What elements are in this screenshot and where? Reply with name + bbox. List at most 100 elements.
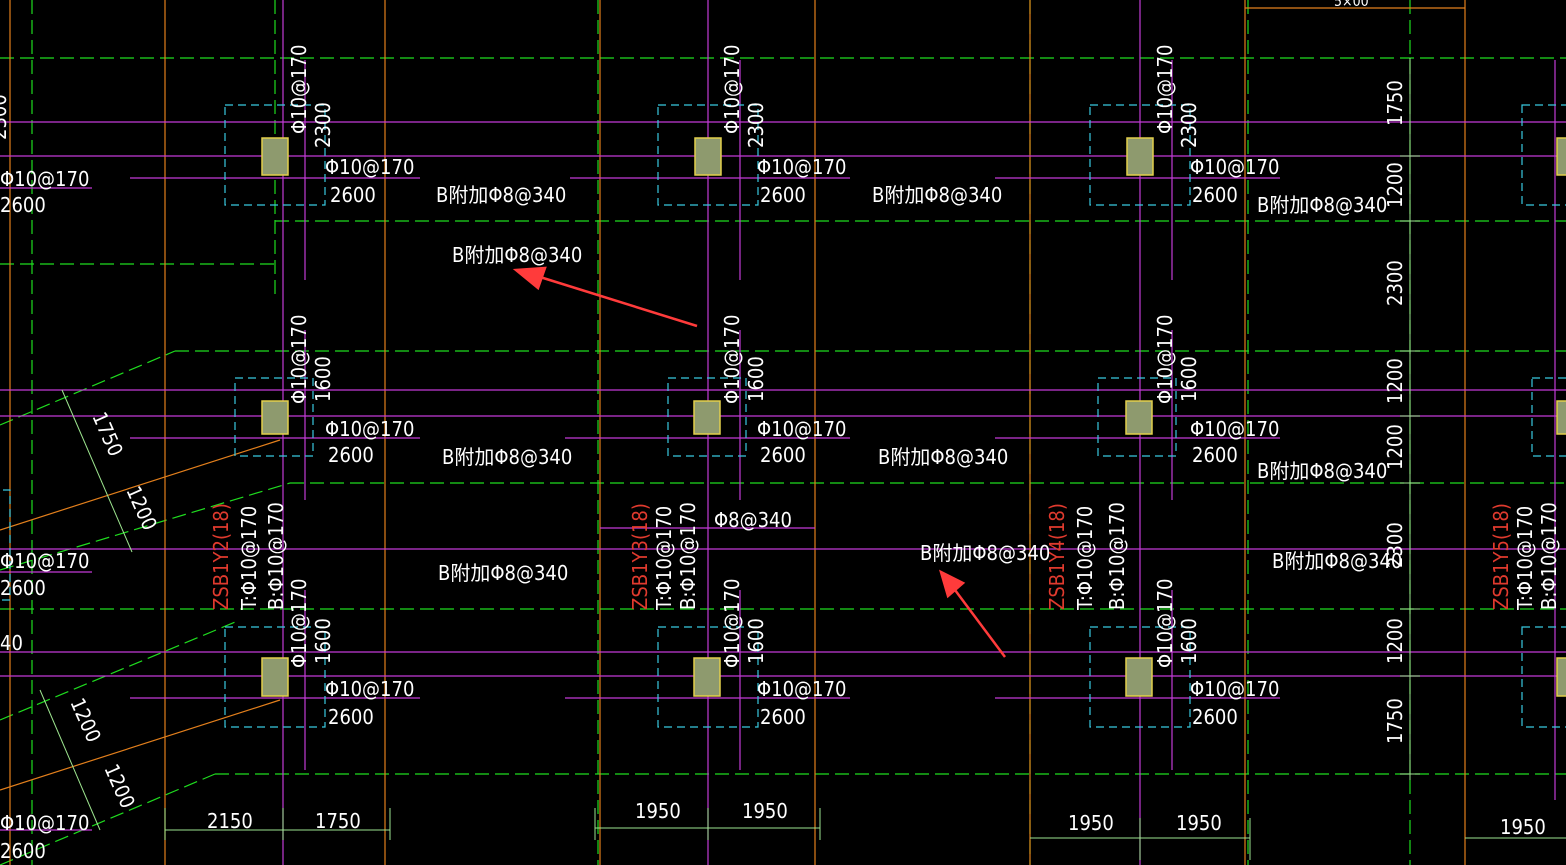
length-label: 2600 bbox=[0, 576, 46, 600]
dimension-label-fragment: 5×00 bbox=[1334, 0, 1369, 10]
rebar-label-vertical: Φ10@170 bbox=[720, 579, 744, 668]
additional-rebar-label: B附加Φ8@340 bbox=[442, 445, 572, 469]
column bbox=[1125, 400, 1153, 435]
arrow-upper-head bbox=[512, 266, 547, 291]
rebar-label: Φ10@170 bbox=[1190, 155, 1279, 179]
rebar-label-vertical: Φ10@170 bbox=[287, 315, 311, 404]
length-label-vertical: 2300 bbox=[744, 102, 768, 148]
rebar-label: Φ10@170 bbox=[757, 417, 846, 441]
length-label: 2600 bbox=[1192, 183, 1238, 207]
column bbox=[1126, 137, 1154, 176]
column bbox=[261, 657, 289, 697]
rebar-label-vertical: Φ10@170 bbox=[1153, 45, 1177, 134]
length-label-vertical: 1600 bbox=[311, 356, 335, 402]
dimension-label-vertical: 1200 bbox=[1383, 358, 1407, 404]
length-label: 2600 bbox=[328, 705, 374, 729]
rebar-label-vertical: Φ10@170 bbox=[1153, 315, 1177, 404]
dimension-label-vertical: 1750 bbox=[1383, 698, 1407, 744]
additional-rebar-label: B附加Φ8@340 bbox=[438, 561, 568, 585]
column bbox=[1125, 657, 1153, 697]
length-label: 2600 bbox=[760, 443, 806, 467]
length-label: 2600 bbox=[760, 183, 806, 207]
beam-label: ZSB1Y2(18) bbox=[209, 503, 233, 610]
column bbox=[1556, 137, 1566, 176]
additional-rebar-label: B附加Φ8@340 bbox=[878, 445, 1008, 469]
dimension-label-diagonal: 1200 bbox=[99, 760, 140, 812]
length-label-vertical: 1600 bbox=[1177, 356, 1201, 402]
rebar-label: Φ10@170 bbox=[0, 549, 89, 573]
beam-bottom-label: B:Φ10@170 bbox=[1537, 502, 1561, 610]
length-label: 2600 bbox=[328, 443, 374, 467]
rebar-label: Φ10@170 bbox=[325, 417, 414, 441]
rebar-label: Φ10@170 bbox=[1190, 417, 1279, 441]
beam-bottom-label: B:Φ10@170 bbox=[1105, 502, 1129, 610]
column bbox=[261, 400, 289, 435]
beam-top-label: T:Φ10@170 bbox=[652, 506, 676, 611]
length-label: 2600 bbox=[1192, 443, 1238, 467]
annotation-arrows bbox=[512, 266, 1007, 658]
additional-rebar-label: B附加Φ8@340 bbox=[452, 243, 582, 267]
dimension-label-diagonal: 1200 bbox=[121, 482, 162, 534]
column bbox=[1556, 657, 1566, 697]
dimension-label-vertical: 2300 bbox=[1383, 522, 1407, 568]
beam-top-label: T:Φ10@170 bbox=[237, 506, 261, 611]
dimension-label: 2150 bbox=[207, 809, 253, 833]
length-label: 40 bbox=[0, 631, 23, 655]
additional-rebar-label: B附加Φ8@340 bbox=[1257, 193, 1387, 217]
beam-bottom-label: B:Φ10@170 bbox=[676, 502, 700, 610]
column bbox=[694, 137, 722, 176]
length-label-vertical: 1600 bbox=[1177, 618, 1201, 664]
length-label-vertical: 1600 bbox=[744, 356, 768, 402]
beam-label: ZSB1Y4(18) bbox=[1045, 503, 1069, 610]
rebar-label: Φ10@170 bbox=[757, 677, 846, 701]
dimension-label-vertical: 2300 bbox=[1383, 260, 1407, 306]
length-label-vertical: 1600 bbox=[744, 618, 768, 664]
rebar-label-vertical: Φ10@170 bbox=[720, 45, 744, 134]
rebar-label-vertical: Φ10@170 bbox=[720, 315, 744, 404]
rebar-label: Φ10@170 bbox=[757, 155, 846, 179]
rebar-label: Φ10@170 bbox=[325, 677, 414, 701]
length-label: 2600 bbox=[0, 839, 46, 863]
rebar-label-vertical: Φ10@170 bbox=[287, 579, 311, 668]
dimension-label-vertical: 1750 bbox=[1383, 80, 1407, 126]
beam-bottom-label: B:Φ10@170 bbox=[264, 502, 288, 610]
dimension-label-vertical: 1200 bbox=[1383, 424, 1407, 470]
length-label: 2600 bbox=[0, 193, 46, 217]
additional-rebar-label: B附加Φ8@340 bbox=[872, 183, 1002, 207]
length-label-vertical: 2300 bbox=[0, 94, 11, 140]
beam-label: ZSB1Y3(18) bbox=[628, 503, 652, 610]
additional-rebar-label: B附加Φ8@340 bbox=[436, 183, 566, 207]
rebar-label-vertical: Φ10@170 bbox=[287, 45, 311, 134]
dimension-label: 1750 bbox=[315, 809, 361, 833]
dimension-label: 1950 bbox=[1068, 811, 1114, 835]
column bbox=[693, 657, 721, 697]
length-label: 2600 bbox=[330, 183, 376, 207]
dimension-lines bbox=[39, 58, 1566, 860]
vertical-rebar-labels: Φ10@170 2300 Φ10@170 2300 Φ10@170 2300 2… bbox=[0, 45, 1561, 812]
arrow-lower bbox=[953, 589, 1007, 658]
arrow-lower-head bbox=[938, 569, 966, 599]
beam-label: ZSB1Y5(18) bbox=[1489, 503, 1513, 610]
column bbox=[1556, 400, 1566, 435]
rebar-label: Φ10@170 bbox=[325, 155, 414, 179]
length-label: 2600 bbox=[760, 705, 806, 729]
length-label-vertical: 2300 bbox=[311, 102, 335, 148]
dimension-label: 1950 bbox=[635, 799, 681, 823]
additional-rebar-label: B附加Φ8@340 bbox=[920, 541, 1050, 565]
rebar-label: Φ10@170 bbox=[1190, 677, 1279, 701]
rebar-label-vertical: Φ10@170 bbox=[1153, 579, 1177, 668]
length-label: 2600 bbox=[1192, 705, 1238, 729]
beam-top-label: T:Φ10@170 bbox=[1513, 506, 1537, 611]
dimension-label-vertical: 1200 bbox=[1383, 618, 1407, 664]
rebar-label: Φ10@170 bbox=[0, 167, 89, 191]
arrow-upper bbox=[539, 275, 698, 328]
dimension-label-diagonal: 1200 bbox=[65, 694, 106, 746]
rebar-label: Φ10@170 bbox=[0, 811, 89, 835]
structure-lines bbox=[0, 0, 1466, 865]
additional-rebar-label: B附加Φ8@340 bbox=[1257, 459, 1387, 483]
column bbox=[261, 137, 289, 176]
dimension-label: 1950 bbox=[742, 799, 788, 823]
pile-cap-outlines bbox=[0, 104, 1566, 728]
